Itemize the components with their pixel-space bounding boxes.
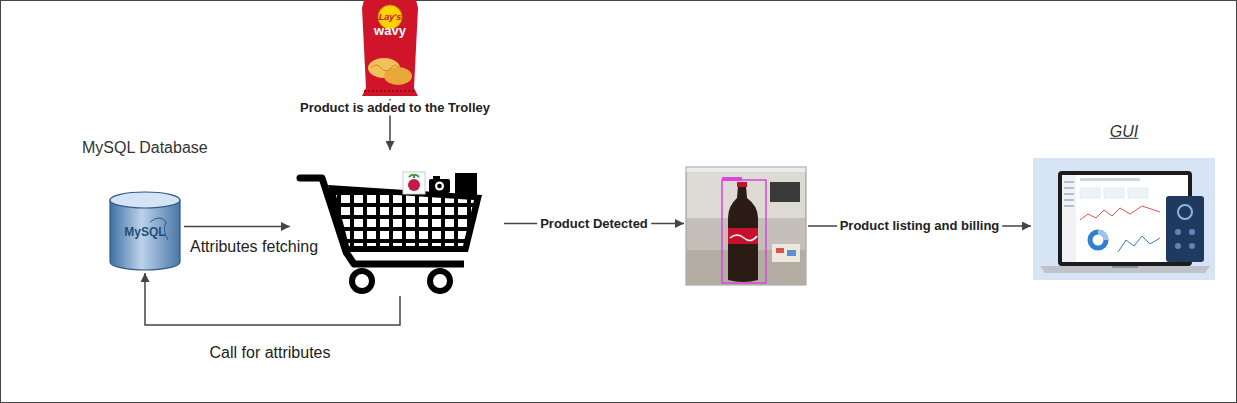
cart-frame	[346, 252, 464, 264]
laptop-screenshot	[1033, 158, 1215, 280]
smart-trolley	[292, 152, 502, 295]
connector-arrow	[145, 273, 400, 325]
brand-name: wavy	[374, 24, 406, 39]
cart-wheel	[352, 271, 372, 291]
edge-label: Product listing and billing	[837, 219, 1003, 234]
chip	[384, 67, 412, 85]
database-logo: MySQL	[124, 226, 165, 240]
cylinder-top	[110, 192, 180, 208]
cart-grid	[335, 191, 474, 246]
sensor-block	[455, 173, 477, 195]
chip-bag	[362, 0, 418, 96]
cylinder-body	[110, 200, 180, 270]
raspberry-pi-icon	[403, 172, 425, 194]
database-icon	[110, 192, 180, 270]
detection-image	[686, 167, 806, 285]
camera-icon	[429, 176, 450, 193]
gui-screen: GUI	[1033, 158, 1215, 280]
cart-basket	[328, 185, 482, 252]
node-heading: MySQL Database	[82, 139, 208, 157]
edge-label: Call for attributes	[210, 344, 331, 362]
edge-label: Attributes fetching	[190, 238, 318, 256]
database-cylinder: MySQL DatabaseMySQL	[108, 193, 182, 270]
cart-wheel	[430, 271, 450, 291]
connector-arrow	[184, 226, 290, 228]
bag-crimp	[364, 90, 416, 92]
node-heading: GUI	[1110, 123, 1138, 141]
edge-label: Product Detected	[537, 216, 651, 231]
product-image: Lay's wavy	[362, 0, 418, 97]
shopping-cart	[300, 172, 482, 291]
edge-label: Product is added to the Trolley	[297, 101, 493, 116]
brand-logo: Lay's	[379, 12, 402, 22]
detection-photo	[686, 167, 806, 285]
bag-body	[362, 0, 418, 96]
chip-ridge	[371, 65, 399, 71]
